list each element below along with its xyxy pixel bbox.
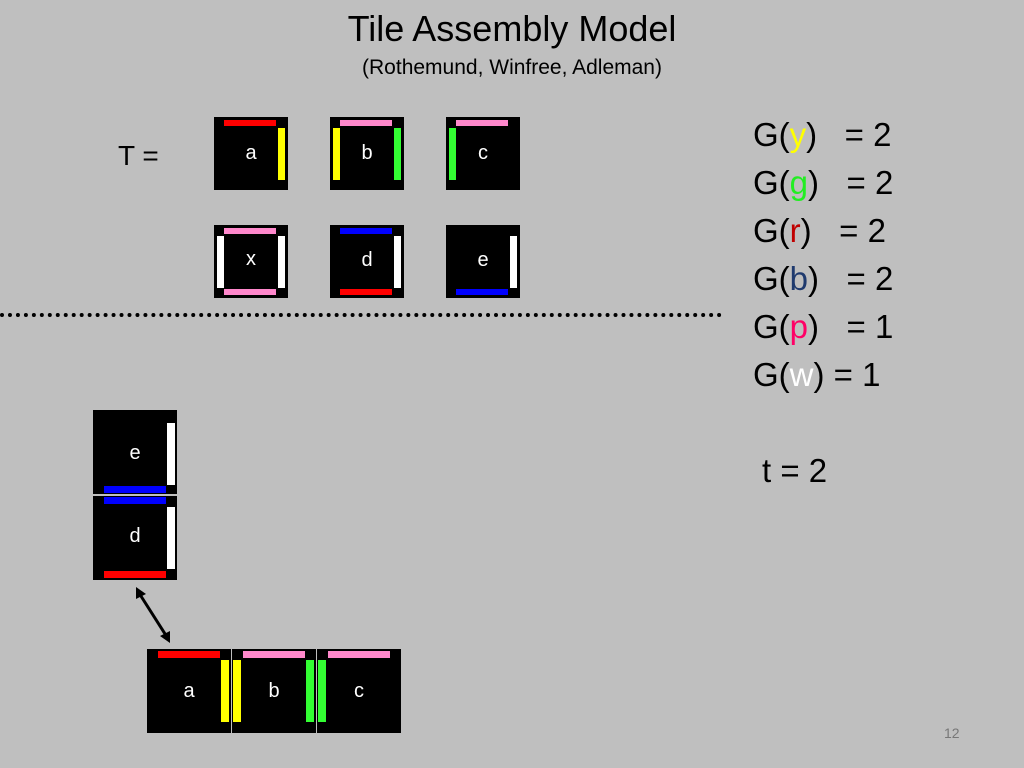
- glue-north-blue: [104, 497, 166, 504]
- tileset-label: T =: [118, 140, 159, 171]
- glue-letter: b: [789, 260, 809, 297]
- assembly-tile-e: e: [93, 410, 177, 494]
- glue-north-pink: [456, 120, 508, 126]
- glue-north-pink: [328, 651, 390, 658]
- page-number: 12: [944, 725, 960, 741]
- tile-c: c: [446, 117, 520, 190]
- tile-label: x: [246, 248, 256, 270]
- assembly-tile-c: c: [317, 649, 401, 733]
- glue-west-yellow: [333, 128, 340, 180]
- glue-east-white: [278, 236, 285, 288]
- glue-south-blue: [104, 486, 166, 493]
- tile-d: d: [330, 225, 404, 298]
- glue-north-red: [158, 651, 220, 658]
- slide-subtitle: (Rothemund, Winfree, Adleman): [362, 56, 662, 79]
- tile-e: e: [446, 225, 520, 298]
- temperature: t = 2: [762, 452, 828, 489]
- glue-strength-y: G(y) = 2: [753, 116, 892, 153]
- glue-east-yellow: [221, 660, 229, 722]
- tile-label: a: [183, 680, 195, 702]
- glue-east-white: [167, 423, 175, 485]
- glue-south-pink: [224, 289, 276, 295]
- slide-title: Tile Assembly Model: [347, 8, 677, 49]
- glue-letter: y: [789, 116, 807, 153]
- double-arrow-icon: [136, 587, 170, 643]
- tile-label: d: [361, 249, 373, 271]
- glue-south-blue: [456, 289, 508, 295]
- glue-letter: g: [789, 164, 809, 201]
- tile-label: a: [245, 142, 257, 164]
- tile-label: e: [129, 442, 141, 464]
- tile-label: d: [129, 525, 141, 547]
- glue-south-red: [104, 571, 166, 578]
- assembly-tile-a: a: [147, 649, 231, 733]
- glue-north-blue: [340, 228, 392, 234]
- assembly-tile-b: b: [232, 649, 316, 733]
- glue-north-pink: [243, 651, 305, 658]
- glue-strength-w: G(w) = 1: [753, 356, 881, 393]
- glue-east-white: [510, 236, 517, 288]
- glue-east-white: [394, 236, 401, 288]
- tile-a: a: [214, 117, 288, 190]
- tile-label: c: [478, 142, 488, 164]
- glue-letter: p: [789, 308, 809, 345]
- glue-strength-g: G(g) = 2: [753, 164, 894, 201]
- glue-east-yellow: [278, 128, 285, 180]
- glue-west-green: [449, 128, 456, 180]
- glue-strength-p: G(p) = 1: [753, 308, 894, 345]
- tile-b: b: [330, 117, 404, 190]
- tile-label: c: [354, 680, 364, 702]
- tile-label: b: [361, 142, 373, 164]
- glue-south-red: [340, 289, 392, 295]
- glue-west-white: [217, 236, 224, 288]
- glue-east-green: [306, 660, 314, 722]
- glue-east-green: [394, 128, 401, 180]
- glue-west-green: [318, 660, 326, 722]
- glue-north-red: [224, 120, 276, 126]
- glue-north-pink: [224, 228, 276, 234]
- glue-strength-b: G(b) = 2: [753, 260, 894, 297]
- tile-label: b: [268, 680, 280, 702]
- glue-north-pink: [340, 120, 392, 126]
- section-divider: [0, 313, 722, 317]
- glue-letter: w: [789, 356, 814, 393]
- glue-letter: r: [789, 212, 801, 249]
- glue-east-white: [167, 507, 175, 569]
- assembly-tile-d: d: [93, 496, 177, 580]
- glue-strength-r: G(r) = 2: [753, 212, 886, 249]
- glue-west-yellow: [233, 660, 241, 722]
- tile-x: x: [214, 225, 288, 298]
- tile-label: e: [477, 249, 489, 271]
